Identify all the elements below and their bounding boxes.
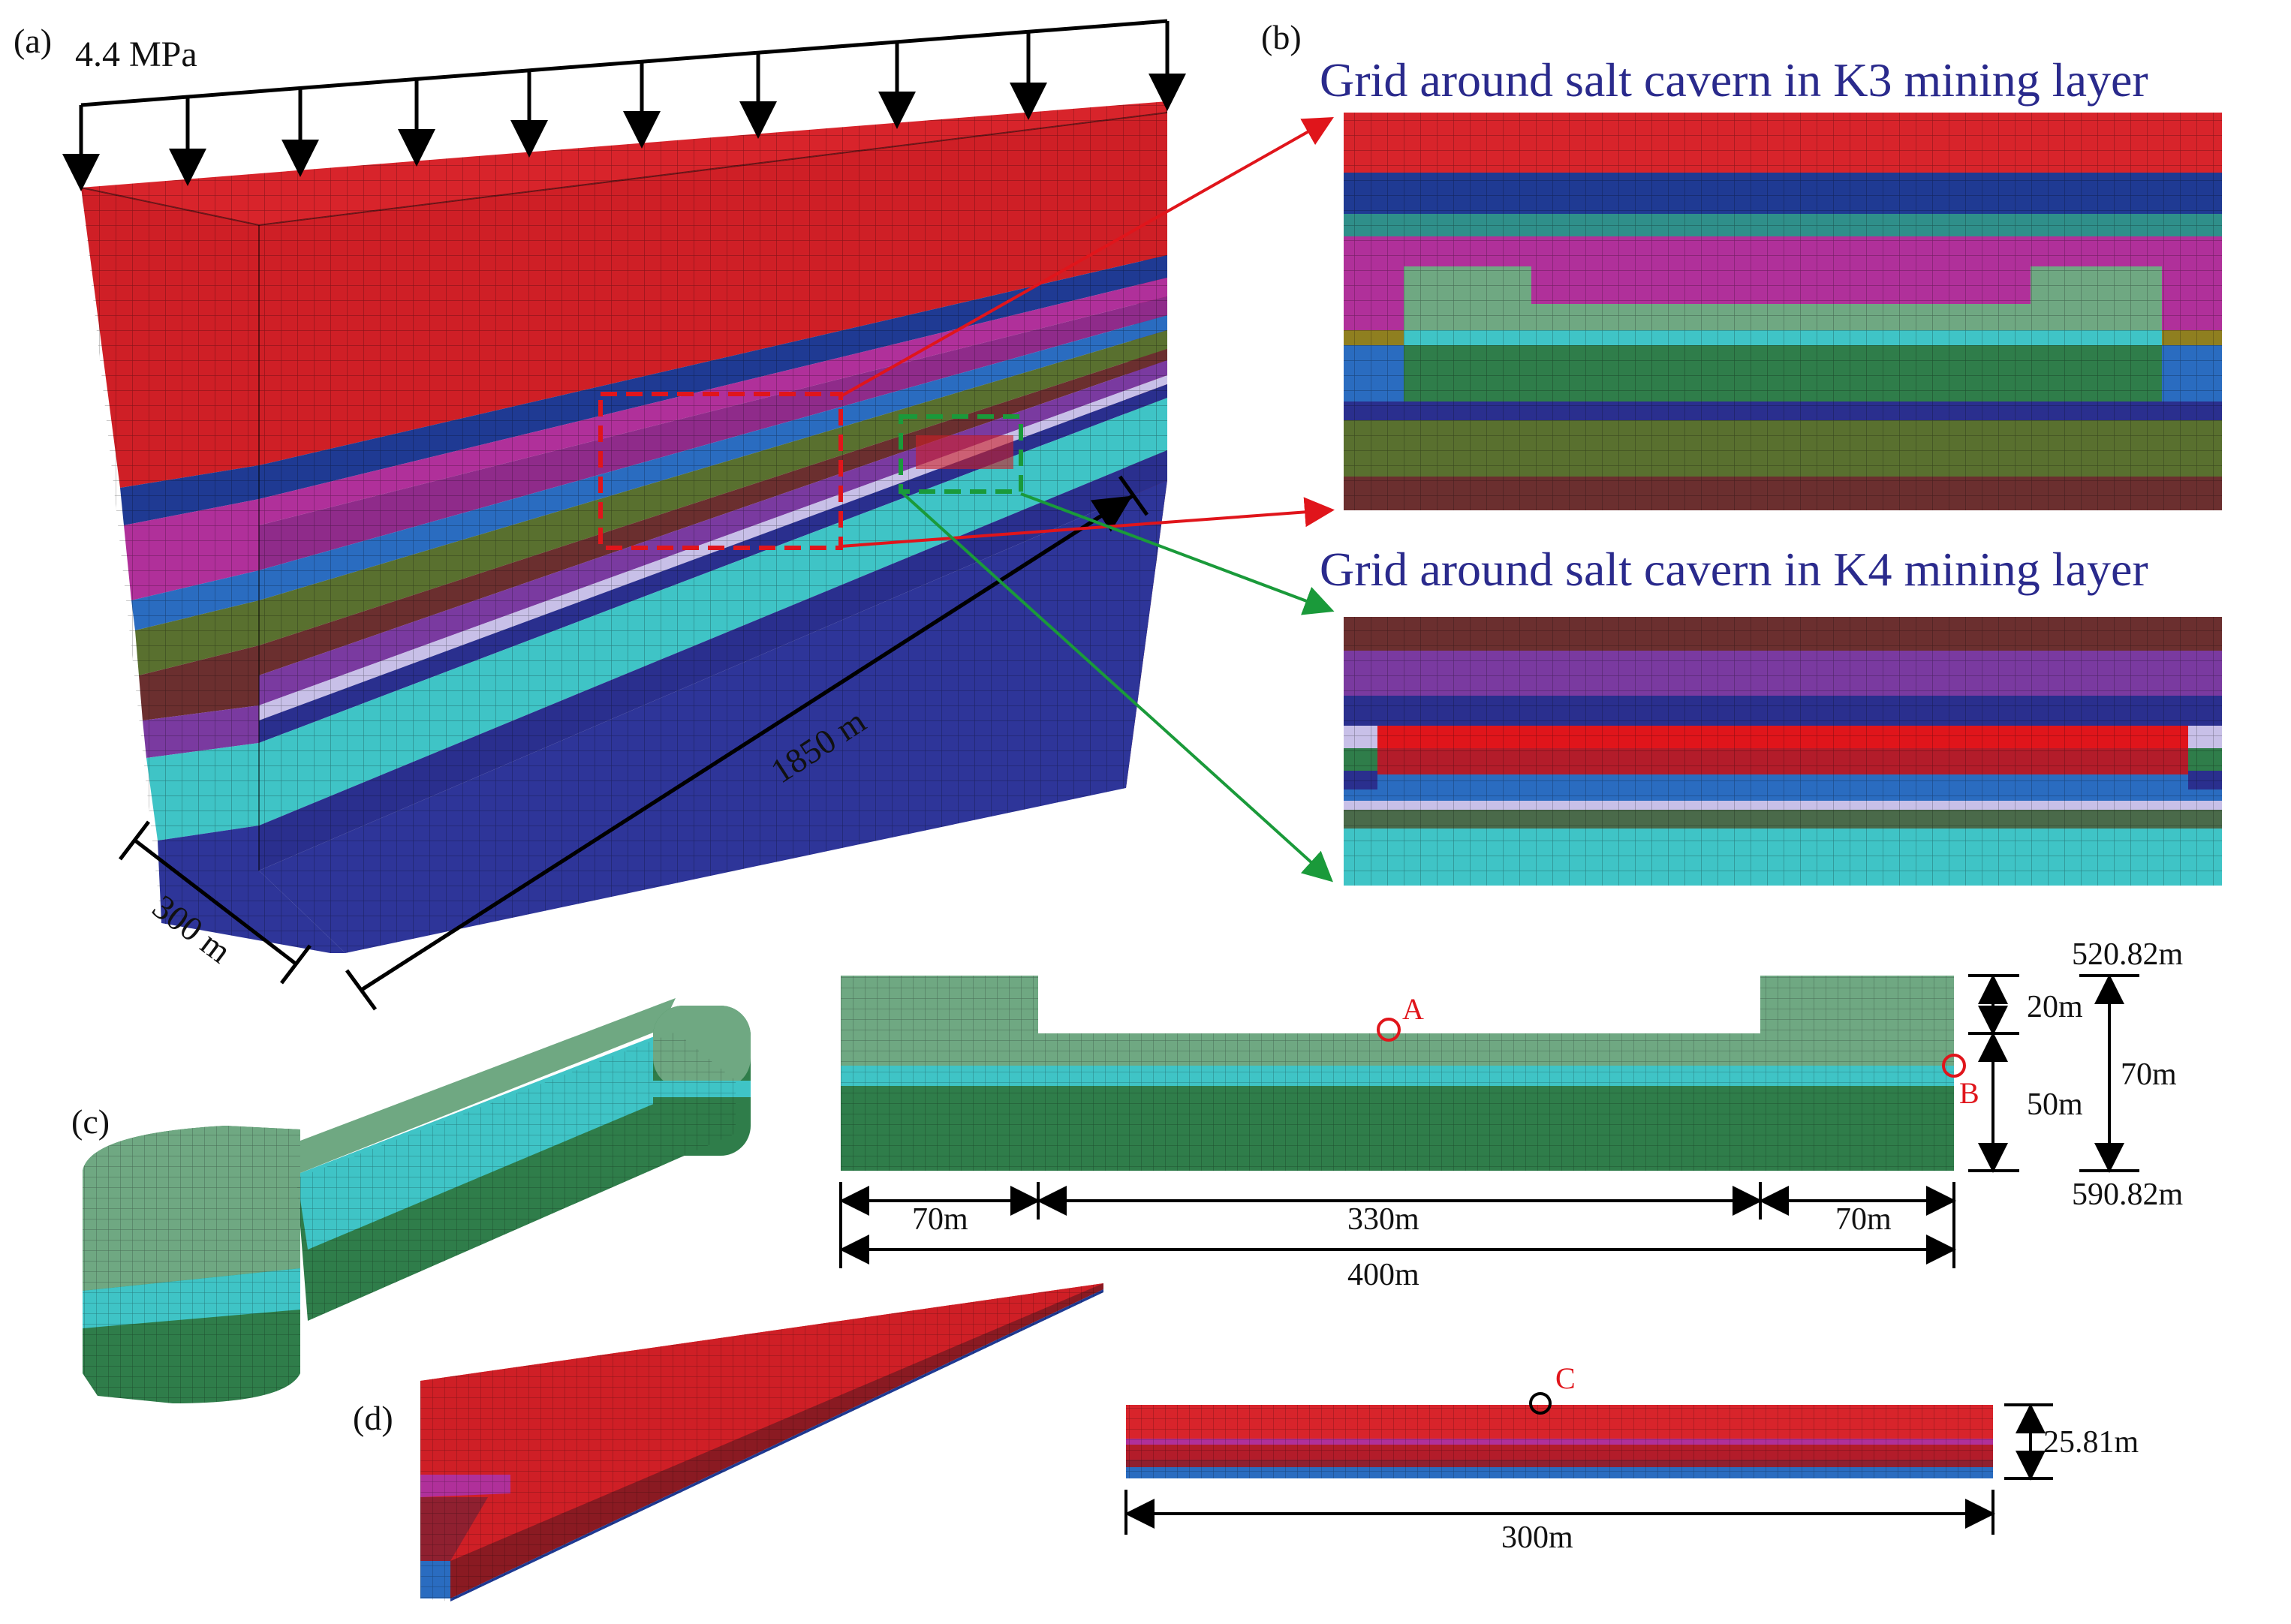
heading-k3: Grid around salt cavern in K3 mining lay…: [1320, 53, 2148, 107]
point-a-label: A: [1402, 992, 1424, 1026]
panel-a-label: (a): [14, 22, 52, 60]
k3-selection-box: [598, 392, 843, 550]
point-b-label: B: [1959, 1076, 1979, 1110]
k4-height: 25.81m: [2043, 1425, 2139, 1460]
width-right: 70m: [1835, 1202, 1892, 1237]
load-label: 4.4 MPa: [75, 35, 197, 74]
block-3d: [80, 101, 1168, 953]
depth-bottom: 590.82m: [2072, 1177, 2184, 1212]
cavern-section: [841, 976, 1966, 1171]
red-connector-upper: [840, 117, 1334, 398]
dim-300: [119, 820, 312, 985]
green-connector-upper: [1020, 492, 1335, 615]
point-a-marker: [1377, 1018, 1401, 1042]
load-arrows: [62, 19, 1186, 191]
panel-b-label: (b): [1261, 18, 1302, 56]
k4-selection-box: [899, 414, 1023, 494]
k4-width: 300m: [1501, 1520, 1573, 1555]
block-front-face: [259, 113, 1167, 953]
block-end-face: [81, 188, 345, 953]
point-c-label: C: [1555, 1361, 1576, 1395]
point-c-marker: [1529, 1392, 1552, 1415]
section-dimensions: [839, 974, 2139, 1268]
heading-k4: Grid around salt cavern in K4 mining lay…: [1320, 543, 2148, 596]
point-b-marker: [1942, 1054, 1966, 1078]
green-connector-lower: [899, 490, 1333, 883]
panel-d-label: (d): [353, 1399, 393, 1437]
depth-top: 520.82m: [2072, 937, 2184, 972]
cavern-3d: [83, 998, 751, 1403]
panel-c-label: (c): [71, 1102, 110, 1141]
k4-dimensions: [1124, 1403, 2053, 1535]
k3-grid: [1344, 113, 2222, 510]
k4-grid: [1344, 617, 2222, 886]
k4-section: [1126, 1392, 1993, 1478]
width-middle: 330m: [1347, 1202, 1419, 1237]
red-connector-lower: [840, 497, 1335, 548]
width-total: 400m: [1347, 1258, 1419, 1292]
dim-70m-vertical: 70m: [2121, 1057, 2177, 1092]
dim-20m: 20m: [2027, 990, 2083, 1024]
dim-50m: 50m: [2027, 1087, 2083, 1122]
k4-wedge-3d: [420, 1283, 1103, 1601]
width-left: 70m: [912, 1202, 968, 1237]
